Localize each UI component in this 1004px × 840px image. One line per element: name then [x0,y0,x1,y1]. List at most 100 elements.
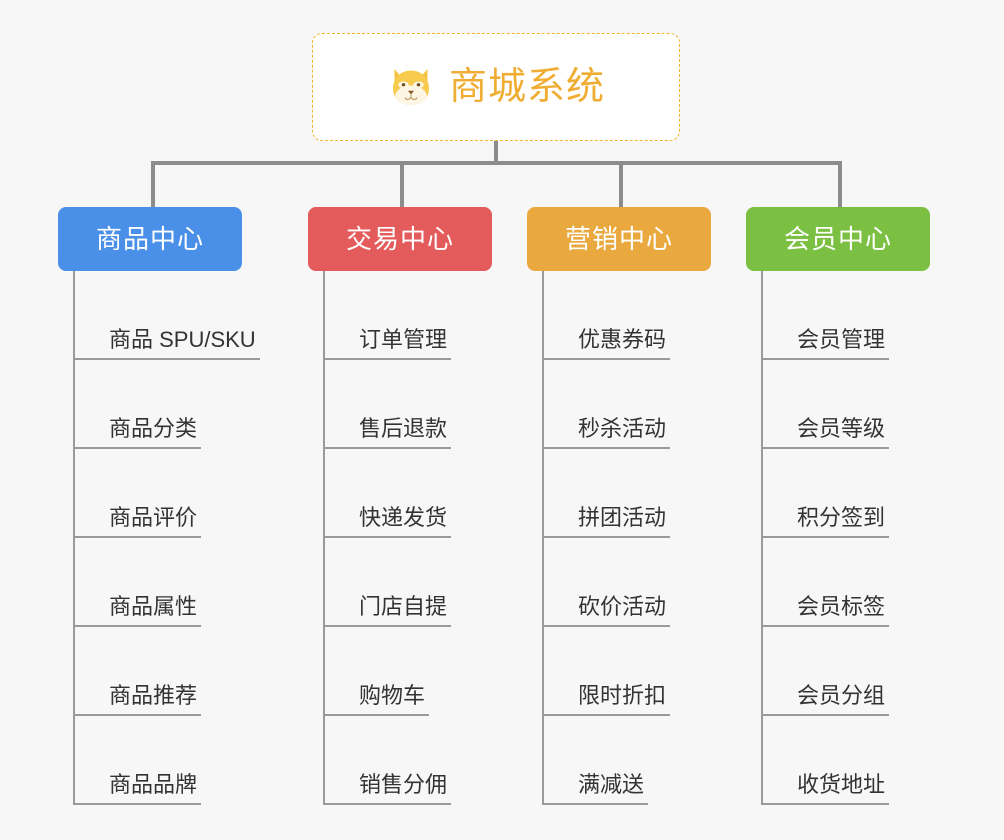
leaf-item[interactable]: 售后退款 [325,360,492,449]
leaf-underline: 砍价活动 [544,593,671,627]
category-header-1[interactable]: 商品中心 [58,207,242,271]
leaf-label: 商品推荐 [109,682,198,708]
leaf-label: 积分签到 [797,504,886,530]
leaf-underline: 门店自提 [325,593,452,627]
leaf-label: 商品评价 [109,504,198,530]
leaf-item[interactable]: 商品属性 [75,538,242,627]
category-label: 商品中心 [95,224,204,254]
leaf-spine [323,271,325,805]
connector-horizontal-bus [151,161,839,165]
leaf-label: 订单管理 [359,326,448,352]
category-column-1: 商品中心商品 SPU/SKU 商品分类商品评价商品属性商品推荐商品品牌 [58,207,260,805]
leaf-label: 满减送 [578,771,645,797]
leaf-underline: 商品评价 [75,504,202,538]
leaf-item[interactable]: 商品 SPU/SKU [75,271,260,360]
leaf-item[interactable]: 快递发货 [325,449,492,538]
root-node[interactable]: 商城系统 [312,33,680,141]
category-header-2[interactable]: 交易中心 [308,207,492,271]
leaf-spine [73,271,75,805]
leaf-list-4: 会员管理会员等级积分签到会员标签会员分组收货地址 [761,271,930,805]
leaf-underline: 限时折扣 [544,682,671,716]
leaf-item[interactable]: 商品推荐 [75,627,242,716]
connector-drop-4 [838,161,842,207]
leaf-underline: 购物车 [325,682,430,716]
leaf-label: 快递发货 [359,504,448,530]
leaf-underline: 会员分组 [763,682,890,716]
leaf-underline: 商品 SPU/SKU [75,326,260,360]
leaf-underline: 会员管理 [763,326,890,360]
leaf-label: 商品 SPU/SKU [109,326,256,352]
leaf-spine [761,271,763,805]
leaf-label: 秒杀活动 [578,415,667,441]
leaf-item[interactable]: 商品品牌 [75,716,242,805]
category-column-2: 交易中心订单管理售后退款快递发货门店自提购物车销售分佣 [308,207,492,805]
leaf-label: 砍价活动 [578,593,667,619]
leaf-label: 销售分佣 [359,771,448,797]
connector-drop-1 [151,161,155,207]
leaf-item[interactable]: 满减送 [544,716,711,805]
leaf-item[interactable]: 秒杀活动 [544,360,711,449]
category-column-4: 会员中心会员管理会员等级积分签到会员标签会员分组收货地址 [746,207,930,805]
leaf-item[interactable]: 门店自提 [325,538,492,627]
leaf-label: 商品属性 [109,593,198,619]
leaf-underline: 积分签到 [763,504,890,538]
leaf-underline: 会员等级 [763,415,890,449]
leaf-item[interactable]: 限时折扣 [544,627,711,716]
leaf-list-2: 订单管理售后退款快递发货门店自提购物车销售分佣 [323,271,492,805]
leaf-label: 商品分类 [109,415,198,441]
root-title: 商城系统 [448,66,605,108]
connector-root-stem [494,141,498,164]
leaf-item[interactable]: 商品分类 [75,360,242,449]
connector-drop-3 [619,161,623,207]
connector-drop-2 [400,161,404,207]
leaf-underline: 拼团活动 [544,504,671,538]
leaf-item[interactable]: 拼团活动 [544,449,711,538]
leaf-label: 拼团活动 [578,504,667,530]
category-label: 会员中心 [783,224,892,254]
leaf-label: 收货地址 [797,771,886,797]
leaf-underline: 销售分佣 [325,771,452,805]
leaf-underline: 商品属性 [75,593,202,627]
leaf-list-3: 优惠券码秒杀活动拼团活动砍价活动限时折扣满减送 [542,271,711,805]
leaf-item[interactable]: 砍价活动 [544,538,711,627]
leaf-underline: 会员标签 [763,593,890,627]
category-header-4[interactable]: 会员中心 [746,207,930,271]
leaf-underline: 优惠券码 [544,326,671,360]
leaf-item[interactable]: 积分签到 [763,449,930,538]
leaf-label: 会员分组 [797,682,886,708]
shiba-dog-icon [392,69,429,105]
leaf-label: 售后退款 [359,415,448,441]
leaf-underline: 商品分类 [75,415,202,449]
leaf-item[interactable]: 订单管理 [325,271,492,360]
category-column-3: 营销中心优惠券码秒杀活动拼团活动砍价活动限时折扣满减送 [527,207,711,805]
leaf-item[interactable]: 销售分佣 [325,716,492,805]
leaf-underline: 满减送 [544,771,649,805]
leaf-item[interactable]: 优惠券码 [544,271,711,360]
leaf-label: 会员等级 [797,415,886,441]
leaf-item[interactable]: 收货地址 [763,716,930,805]
leaf-underline: 售后退款 [325,415,452,449]
category-label: 营销中心 [564,224,673,254]
leaf-underline: 订单管理 [325,326,452,360]
leaf-item[interactable]: 会员标签 [763,538,930,627]
category-header-3[interactable]: 营销中心 [527,207,711,271]
leaf-item[interactable]: 会员分组 [763,627,930,716]
leaf-label: 优惠券码 [578,326,667,352]
leaf-item[interactable]: 购物车 [325,627,492,716]
leaf-underline: 秒杀活动 [544,415,671,449]
leaf-label: 会员管理 [797,326,886,352]
leaf-spine [542,271,544,805]
leaf-label: 会员标签 [797,593,886,619]
leaf-label: 商品品牌 [109,771,198,797]
leaf-underline: 收货地址 [763,771,890,805]
leaf-underline: 快递发货 [325,504,452,538]
leaf-label: 限时折扣 [578,682,667,708]
leaf-item[interactable]: 会员管理 [763,271,930,360]
leaf-item[interactable]: 商品评价 [75,449,242,538]
leaf-label: 购物车 [359,682,426,708]
category-label: 交易中心 [345,224,454,254]
leaf-label: 门店自提 [359,593,448,619]
leaf-item[interactable]: 会员等级 [763,360,930,449]
leaf-underline: 商品推荐 [75,682,202,716]
